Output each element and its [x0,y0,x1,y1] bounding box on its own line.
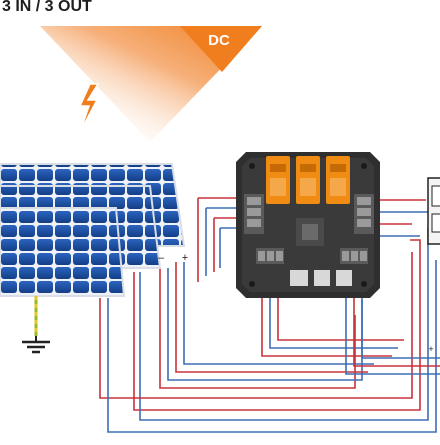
wire-red [99,252,413,399]
mount-hole [361,281,367,287]
wire-red [175,262,368,373]
surge-protection-device [236,152,380,298]
wire-blue [345,262,440,375]
plus-label-right: + [428,344,433,354]
solar-panel-icon [0,163,186,297]
solar-panel-front [0,207,126,297]
mount-hole [249,281,255,287]
mount-hole [361,163,367,169]
qr-label [290,270,308,286]
terminal-block-bottom-left [256,248,284,264]
mount-hole [249,163,255,169]
banner-tip [180,26,262,72]
ground-icon [22,296,50,354]
lightning-icon [78,83,100,133]
wire-blue [183,262,374,365]
terminal-block-right [354,194,374,234]
relay-module [296,156,320,204]
type-label [336,270,352,286]
minus-label: – [158,252,165,264]
wire-blue [107,260,437,433]
center-component-face [302,224,318,240]
wire-red [133,239,421,411]
terminal-block-left [244,194,264,234]
dc-label: DC [208,32,230,49]
relay-module [266,156,290,204]
relay-module [326,156,350,204]
wire-red [159,268,356,389]
wire-blue [139,228,429,421]
plus-label: + [182,252,188,264]
terminal-block-bottom-right [340,248,368,264]
ce-label [314,270,330,286]
inverter-box [427,177,440,245]
page-title: 3 IN / 3 OUT [2,0,92,15]
dc-banner: DC [40,26,262,142]
